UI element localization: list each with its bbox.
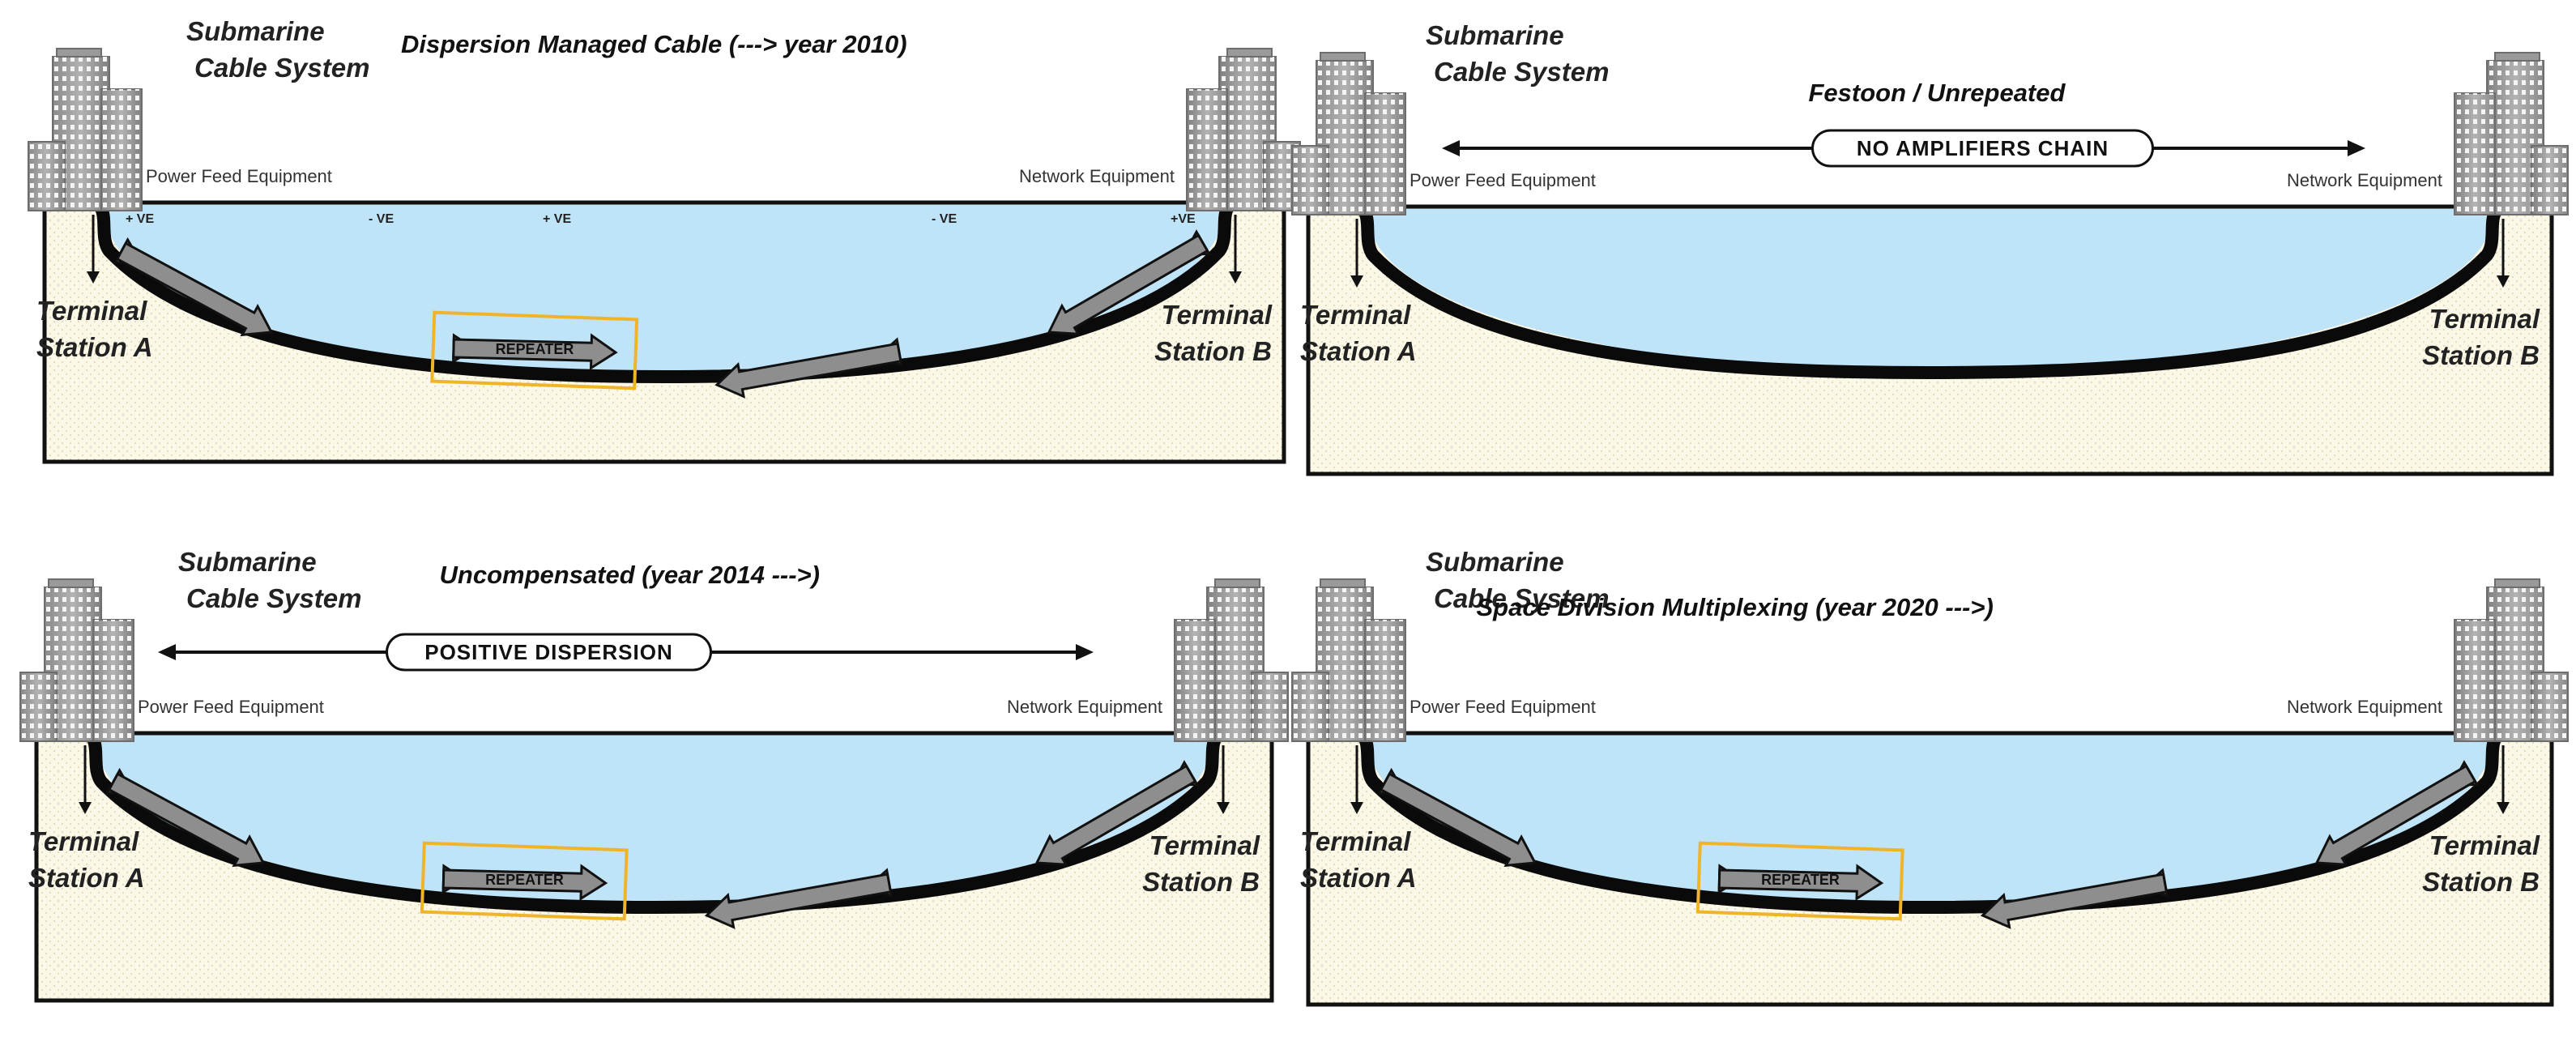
polarity-label: - VE	[932, 212, 957, 226]
panel-title: Dispersion Managed Cable (---> year 2010…	[401, 30, 907, 58]
cable-segment-right	[2314, 760, 2480, 866]
arrow-head-icon	[1229, 271, 1242, 284]
arrow-head-icon	[1350, 802, 1363, 814]
arrow-head-icon	[2497, 802, 2510, 814]
pill-label: NO AMPLIFIERS CHAIN	[1857, 136, 2109, 160]
arrow-right-icon	[2348, 140, 2365, 156]
pill-box	[1811, 129, 2154, 168]
sea	[1368, 733, 2492, 907]
polarity-label: - VE	[369, 212, 394, 226]
cable-segment-mid	[714, 337, 903, 399]
system-label-line2: Cable System	[1434, 57, 1609, 87]
polarity-label: +VE	[1171, 212, 1196, 226]
panel-frame	[34, 731, 1274, 1003]
terminal-a-line1: Terminal	[1300, 300, 1411, 330]
repeater-box	[1695, 841, 1904, 921]
terminal-a-line2: Station A	[1300, 336, 1417, 366]
network-equipment-label: Network Equipment	[1019, 166, 1175, 186]
building-icon	[19, 578, 134, 742]
arrow-head-icon	[1217, 802, 1230, 814]
building-icon	[1174, 578, 1289, 742]
terminal-b-line2: Station B	[2422, 867, 2540, 897]
terminal-a-line2: Station A	[1300, 863, 1417, 893]
terminal-b-line1: Terminal	[1149, 830, 1260, 860]
panel-title: Uncompensated (year 2014 --->)	[440, 561, 820, 589]
cable-segment-mid	[704, 868, 893, 929]
cable-segment-left	[104, 767, 266, 868]
building-icon	[1291, 578, 1406, 742]
panel-title: Festoon / Unrepeated	[1809, 79, 2066, 107]
system-label-line1: Submarine	[178, 547, 317, 577]
panel-title: Space Division Multiplexing (year 2020 -…	[1477, 593, 1994, 621]
terminal-a-line2: Station A	[36, 332, 153, 362]
power-feed-label: Power Feed Equipment	[146, 166, 332, 186]
pill-box	[386, 633, 712, 672]
terminal-b-line2: Station B	[1142, 867, 1260, 897]
power-feed-label: Power Feed Equipment	[1410, 697, 1596, 717]
sea	[1368, 207, 2492, 373]
network-equipment-label: Network Equipment	[2287, 697, 2442, 717]
cable-segment-left	[113, 237, 274, 337]
repeater-body	[441, 864, 608, 902]
system-label-line2: Cable System	[194, 53, 369, 83]
terminal-b-line1: Terminal	[1162, 300, 1273, 330]
building-icon	[28, 48, 143, 211]
terminal-b-line2: Station B	[1154, 336, 1272, 366]
power-feed-label: Power Feed Equipment	[138, 697, 324, 717]
arrow-head-icon	[79, 802, 92, 814]
repeater-box	[430, 310, 639, 390]
arrow-head-icon	[1350, 275, 1363, 288]
pill-label: POSITIVE DISPERSION	[424, 640, 673, 664]
repeater-label: REPEATER	[496, 341, 574, 357]
building-icon	[2454, 52, 2569, 215]
cable-segment-left	[1376, 767, 1537, 868]
system-label-line1: Submarine	[186, 16, 325, 46]
system-label-line1: Submarine	[1426, 20, 1564, 50]
system-label-line2: Cable System	[186, 583, 361, 613]
terminal-a-line1: Terminal	[1300, 826, 1411, 856]
repeater-body	[452, 333, 618, 371]
arrow-left-icon	[158, 644, 176, 660]
cable-segment-mid	[1980, 868, 2169, 929]
arrow-right-icon	[1076, 644, 1094, 660]
cable-segment-right	[1047, 229, 1212, 335]
terminal-a-line1: Terminal	[36, 296, 147, 326]
polarity-label: + VE	[543, 212, 571, 226]
terminal-a-line1: Terminal	[28, 826, 139, 856]
repeater-body	[1717, 864, 1884, 902]
terminal-b-line2: Station B	[2422, 340, 2540, 370]
panel-frame	[42, 200, 1286, 464]
repeater-label: REPEATER	[485, 872, 564, 888]
building-icon	[1291, 52, 1406, 215]
power-feed-label: Power Feed Equipment	[1410, 170, 1596, 190]
arrow-head-icon	[87, 271, 100, 284]
panel-frame	[1306, 731, 2554, 1007]
submarine-cable	[1346, 200, 2514, 380]
polarity-label: + VE	[126, 212, 154, 226]
terminal-b-line1: Terminal	[2429, 830, 2540, 860]
network-equipment-label: Network Equipment	[1007, 697, 1162, 717]
sea	[104, 203, 1224, 377]
sea	[96, 733, 1212, 907]
system-label-line1: Submarine	[1426, 547, 1564, 577]
network-equipment-label: Network Equipment	[2287, 170, 2442, 190]
cable-segment-right	[1034, 760, 1200, 866]
terminal-a-line2: Station A	[28, 863, 145, 893]
system-label-line2: Cable System	[1434, 583, 1609, 613]
repeater-label: REPEATER	[1761, 872, 1840, 888]
building-icon	[1186, 48, 1301, 211]
arrow-left-icon	[1442, 140, 1460, 156]
repeater-box	[420, 841, 629, 921]
terminal-b-line1: Terminal	[2429, 304, 2540, 334]
panel-frame	[1306, 204, 2554, 476]
arrow-head-icon	[2497, 275, 2510, 288]
building-icon	[2454, 578, 2569, 742]
